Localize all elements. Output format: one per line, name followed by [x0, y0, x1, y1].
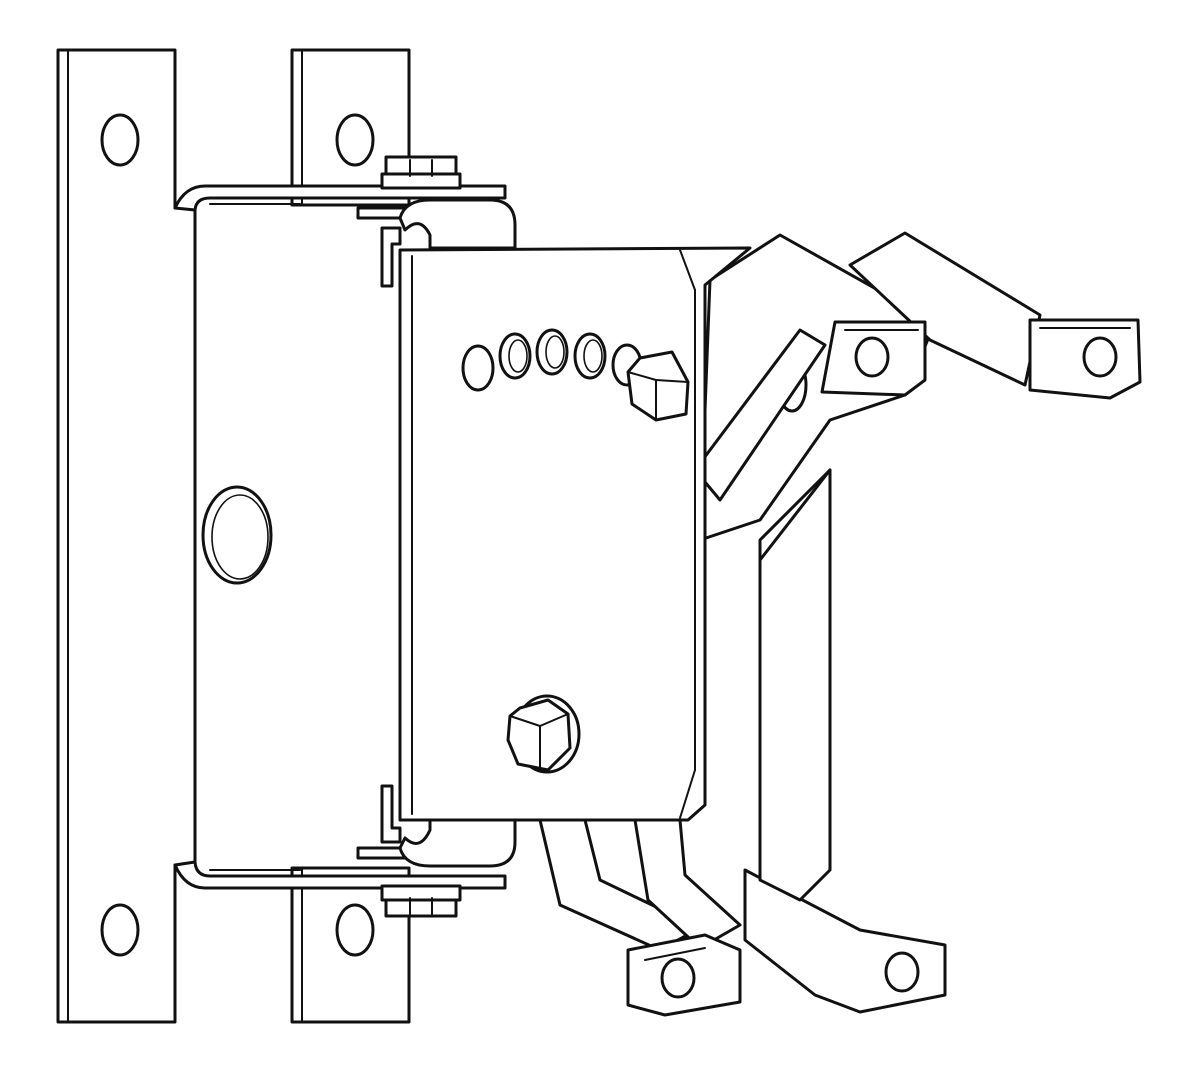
adjust-hole	[498, 332, 532, 380]
mounting-hole	[335, 903, 375, 957]
adjust-hole	[573, 332, 607, 380]
center-hole	[201, 485, 273, 585]
arm-hole	[854, 336, 890, 378]
hex-bolt	[626, 350, 690, 422]
mounting-hole	[100, 113, 140, 167]
upper-arm	[693, 231, 1142, 542]
adjust-hole	[535, 328, 569, 376]
lower-arm	[538, 468, 947, 1017]
mounting-hole	[335, 113, 375, 167]
wall-plate-left	[56, 48, 273, 1024]
top-hinge	[173, 155, 517, 288]
arm-hole	[884, 951, 920, 993]
adjust-hole	[461, 344, 495, 392]
arm-hole	[660, 957, 696, 999]
hex-bolt	[506, 694, 581, 774]
mounting-hole	[100, 903, 140, 957]
bottom-hinge	[173, 784, 517, 918]
wall-plate-right	[290, 48, 411, 1024]
arm-hole	[1082, 336, 1118, 378]
